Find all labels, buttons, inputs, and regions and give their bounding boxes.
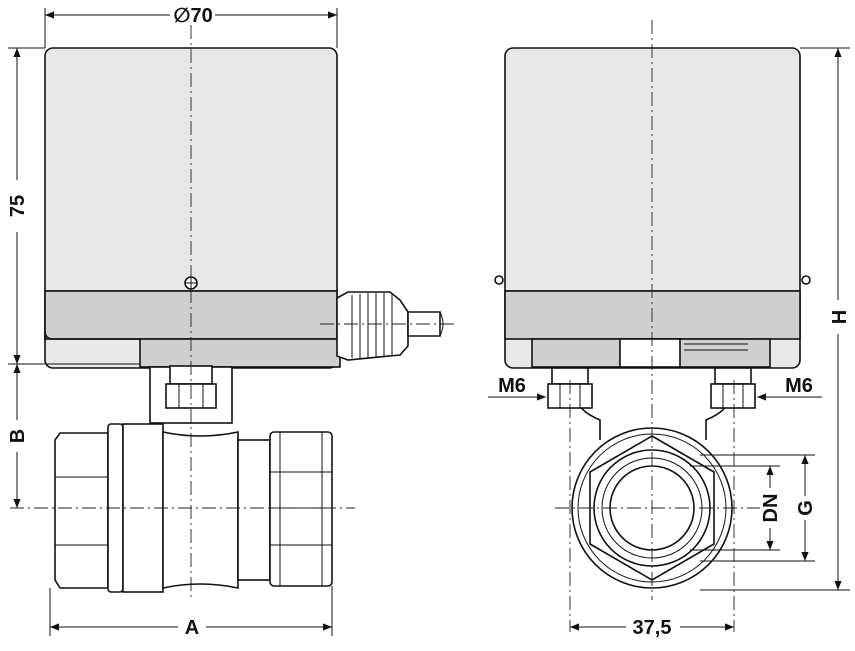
actuator-housing-front	[504, 47, 801, 369]
dim-diameter-70: ∅70	[173, 5, 212, 27]
dim-dn: DN	[760, 494, 782, 523]
dim-75: 75	[7, 195, 29, 217]
housing-base-lower	[139, 338, 341, 368]
dim-h: H	[829, 310, 851, 324]
valve-body	[54, 423, 333, 593]
cable-gland	[336, 291, 444, 361]
label-m6-right: M6	[785, 375, 813, 397]
label-m6-left: M6	[498, 375, 526, 397]
dim-g: G	[795, 500, 817, 516]
side-view: ∅70 75 B A	[7, 5, 455, 639]
m6-nut-right	[710, 367, 756, 409]
dim-b: B	[7, 429, 29, 443]
housing-bottom-left-curve	[44, 330, 140, 340]
dim-37-5: 37,5	[633, 617, 672, 639]
side-screw-left-icon	[494, 275, 504, 285]
front-view: M6 M6 H DN G 37,5	[488, 20, 851, 639]
dim-a: A	[185, 617, 199, 639]
side-screw-right-icon	[801, 275, 811, 285]
